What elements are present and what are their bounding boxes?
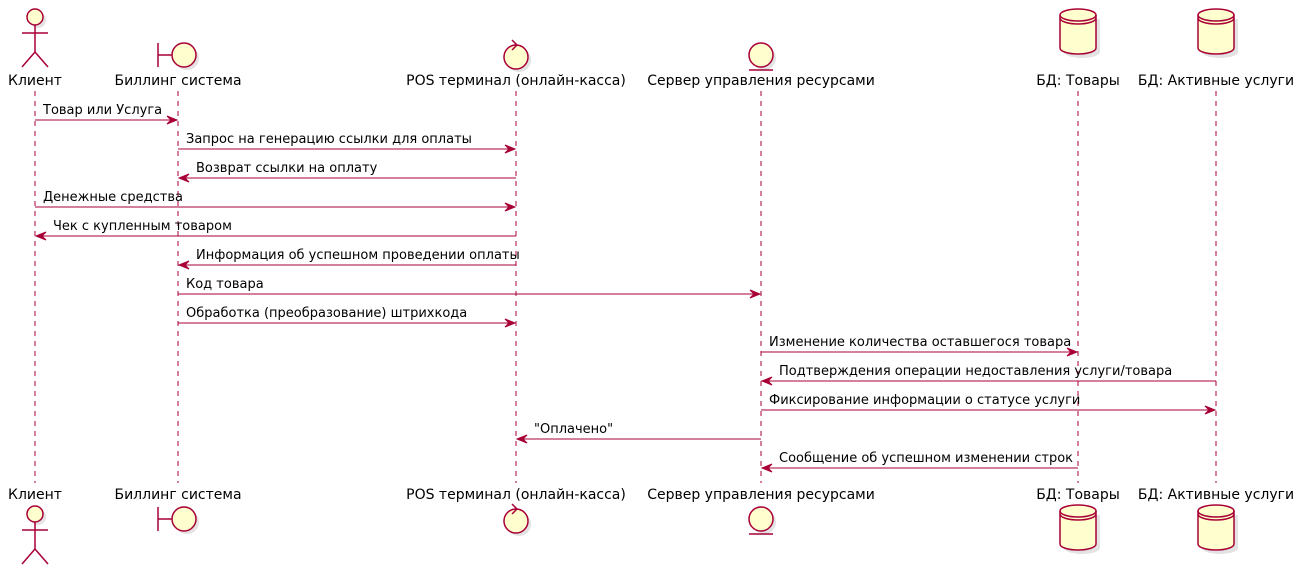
arrowhead-icon bbox=[515, 434, 528, 444]
entity-icon bbox=[748, 42, 776, 71]
participants-bottom: Клиент Биллинг система POS терминал (онлай… bbox=[8, 487, 1294, 565]
database-icon bbox=[1059, 8, 1100, 58]
arrowhead-icon bbox=[760, 463, 773, 473]
message-label: Денежные средства bbox=[43, 190, 183, 205]
message: Товар или Услуга bbox=[35, 103, 179, 125]
message: Денежные средства bbox=[35, 190, 517, 212]
message-label: Обработка (преобразование) штрихкода bbox=[186, 306, 467, 321]
arrowhead-icon bbox=[504, 318, 517, 328]
boundary-icon bbox=[157, 506, 199, 534]
participant-label-top: Клиент bbox=[8, 73, 62, 89]
message: Обработка (преобразование) штрихкода bbox=[178, 306, 517, 328]
actor-icon bbox=[21, 8, 49, 68]
arrowhead-icon bbox=[34, 231, 47, 241]
arrowhead-icon bbox=[177, 173, 190, 183]
participant-label-bottom: Биллинг система bbox=[114, 487, 241, 503]
participant-label-top: БД: Активные услуги bbox=[1138, 73, 1294, 89]
database-icon bbox=[1197, 504, 1238, 554]
participant-label-top: БД: Товары bbox=[1036, 73, 1120, 89]
arrowhead-icon bbox=[504, 202, 517, 212]
message-label: Возврат ссылки на оплату bbox=[196, 161, 378, 176]
participants-top: Клиент Биллинг система POS терминал (онлай… bbox=[8, 8, 1294, 89]
participant-label-bottom: POS терминал (онлайн-касса) bbox=[406, 487, 626, 503]
message: Подтверждения операции недоставления усл… bbox=[760, 364, 1216, 386]
arrowhead-icon bbox=[166, 115, 179, 125]
message: Сообщение об успешном изменении строк bbox=[760, 451, 1078, 473]
message: Код товара bbox=[178, 277, 762, 299]
participant-label-bottom: БД: Активные услуги bbox=[1138, 487, 1294, 503]
message: Изменение количества оставшегося товара bbox=[761, 335, 1079, 357]
participant-label-top: POS терминал (онлайн-касса) bbox=[406, 73, 626, 89]
control-icon bbox=[503, 503, 531, 536]
message-label: "Оплачено" bbox=[534, 422, 613, 437]
participant-label-bottom: БД: Товары bbox=[1036, 487, 1120, 503]
participant-label-bottom: Сервер управления ресурсами bbox=[647, 487, 875, 503]
boundary-icon bbox=[157, 42, 199, 70]
participant-label-bottom: Клиент bbox=[8, 487, 62, 503]
arrowhead-icon bbox=[1066, 347, 1079, 357]
message: Возврат ссылки на оплату bbox=[177, 161, 516, 183]
database-icon bbox=[1059, 504, 1100, 554]
entity-icon bbox=[748, 506, 776, 535]
message-label: Подтверждения операции недоставления усл… bbox=[779, 364, 1172, 379]
message: Информация об успешном проведении оплаты bbox=[177, 248, 520, 270]
message: Запрос на генерацию ссылки для оплаты bbox=[178, 132, 517, 154]
control-icon bbox=[503, 39, 531, 72]
arrowhead-icon bbox=[1204, 405, 1217, 415]
message-label: Сообщение об успешном изменении строк bbox=[779, 451, 1073, 466]
message-label: Запрос на генерацию ссылки для оплаты bbox=[186, 132, 472, 147]
message-label: Изменение количества оставшегося товара bbox=[769, 335, 1071, 350]
arrowhead-icon bbox=[749, 289, 762, 299]
message-label: Информация об успешном проведении оплаты bbox=[196, 248, 520, 263]
message: "Оплачено" bbox=[515, 422, 761, 444]
participant-label-top: Биллинг система bbox=[114, 73, 241, 89]
database-icon bbox=[1197, 8, 1238, 58]
message: Чек с купленным товаром bbox=[34, 219, 516, 241]
arrowhead-icon bbox=[760, 376, 773, 386]
actor-icon bbox=[21, 505, 49, 565]
message-label: Фиксирование информации о статусе услуги bbox=[769, 393, 1080, 408]
message-label: Чек с купленным товаром bbox=[53, 219, 232, 234]
participant-label-top: Сервер управления ресурсами bbox=[647, 73, 875, 89]
arrowhead-icon bbox=[504, 144, 517, 154]
message-label: Товар или Услуга bbox=[42, 103, 162, 118]
arrowhead-icon bbox=[177, 260, 190, 270]
message-label: Код товара bbox=[186, 277, 264, 292]
message: Фиксирование информации о статусе услуги bbox=[761, 393, 1217, 415]
